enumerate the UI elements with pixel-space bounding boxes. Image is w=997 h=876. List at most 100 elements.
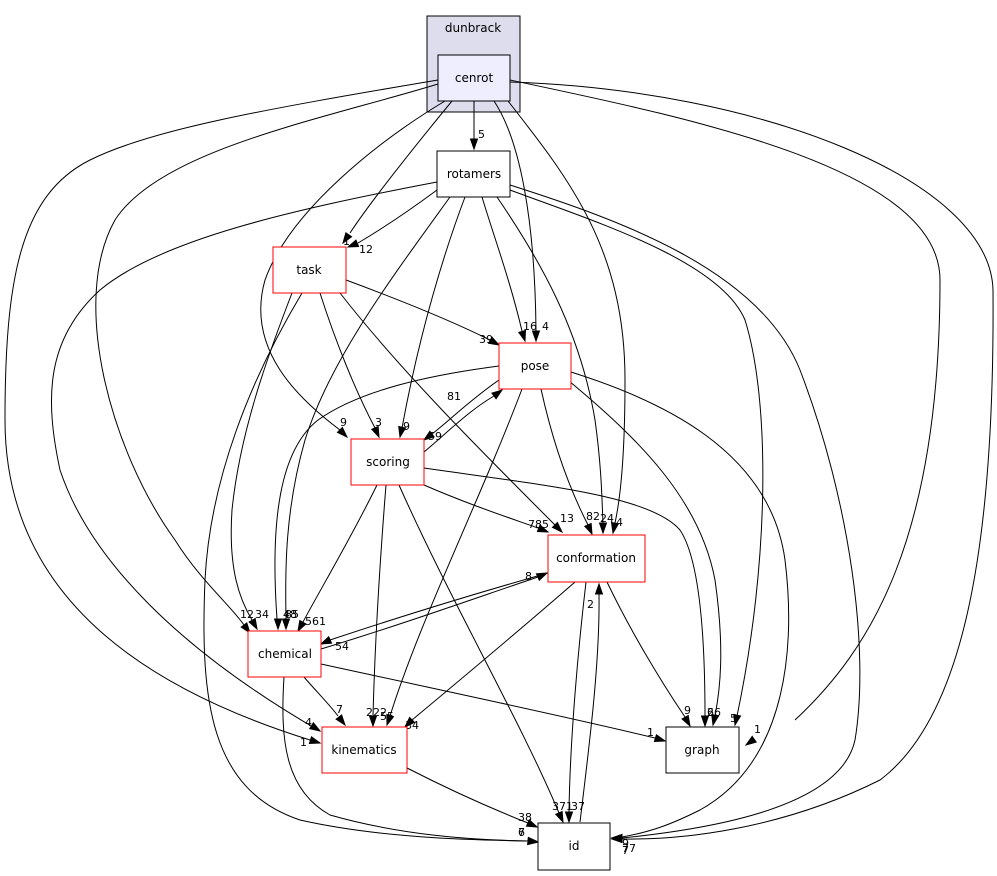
edge-id-to-conformation[interactable]: 2	[579, 582, 604, 823]
edge-label[interactable]: 38	[518, 811, 532, 824]
edge-label[interactable]: 1	[754, 723, 761, 736]
edge-label[interactable]: 5	[730, 712, 737, 725]
edge-scoring-to-kinematics[interactable]: 222	[366, 484, 387, 728]
edge-cenrot-to-id[interactable]: 9	[509, 81, 994, 850]
edge-label[interactable]: 9	[622, 837, 629, 850]
edge-label[interactable]: 6	[707, 706, 714, 719]
edge-label[interactable]: 48	[283, 608, 297, 621]
arrowhead	[700, 715, 710, 728]
edge-cenrot-to-pose[interactable]: 4	[493, 100, 549, 343]
edge-task-to-pose[interactable]: 39	[345, 279, 501, 346]
edge-chemical-to-conformation[interactable]: 8	[320, 570, 549, 650]
node-rotamers[interactable]: rotamers	[436, 150, 511, 198]
edge-label[interactable]: 371	[552, 800, 573, 813]
edge-rotamers-to-pose[interactable]: 16	[481, 196, 537, 343]
edge-scoring-to-chemical[interactable]: 561	[297, 484, 378, 633]
edge-label[interactable]: 8	[525, 570, 532, 583]
edge-label[interactable]: 7	[336, 703, 343, 716]
edge-label[interactable]: 3	[375, 416, 382, 429]
edge-cenrot-to-scoring[interactable]: 9	[260, 100, 446, 439]
node-id[interactable]: id	[537, 822, 611, 871]
edge-line	[493, 100, 537, 332]
edge-cenrot-to-kinematics[interactable]: 1	[4, 79, 439, 749]
edge-scoring-to-graph[interactable]: 6	[423, 467, 714, 728]
edge-label[interactable]: 7	[518, 826, 525, 839]
edge-label[interactable]: 785	[528, 518, 549, 531]
edge-label[interactable]: 9	[340, 416, 347, 429]
edge-rotamers-to-task[interactable]: 12	[346, 189, 438, 256]
edge-pose-to-graph[interactable]: 26	[568, 380, 722, 727]
edge-conformation-to-id[interactable]: 37	[564, 581, 587, 824]
edge-task-to-scoring[interactable]: 3	[319, 292, 382, 439]
edge-pose-to-chemical[interactable]: 85	[273, 365, 500, 631]
edge-label[interactable]: 24	[600, 512, 614, 525]
edge-label[interactable]: 39	[479, 333, 493, 346]
edge-label[interactable]: 4	[542, 320, 549, 333]
edge-label[interactable]: 1	[647, 726, 654, 739]
edge-rotamers-to-graph[interactable]: 5	[509, 189, 764, 727]
edge-chemical-to-id[interactable]: 6	[282, 676, 540, 846]
node-task[interactable]: task	[272, 246, 347, 294]
edge-task-to-conformation[interactable]: 13	[339, 292, 574, 534]
edge-label[interactable]: 1	[343, 235, 350, 248]
node-graph[interactable]: graph	[665, 726, 740, 774]
edge-line	[260, 100, 446, 431]
arrowhead	[273, 618, 283, 631]
edge-cenrot-to-conformation[interactable]: 4	[507, 100, 626, 535]
edge-label[interactable]: 4	[305, 716, 312, 729]
node-kinematics[interactable]: kinematics	[321, 726, 408, 774]
edge-label[interactable]: 12	[359, 243, 373, 256]
edge-chemical-to-graph[interactable]: 1	[320, 663, 667, 743]
edge-cenrot-to-rotamers[interactable]: 5	[469, 101, 486, 151]
edge-label[interactable]: 9	[403, 420, 410, 433]
edge-task-to-chemical[interactable]: 34	[230, 292, 293, 631]
edge-pose-to-id[interactable]: 77	[570, 371, 790, 855]
edge-pose-to-scoring[interactable]: 59	[422, 379, 500, 443]
node-conformation[interactable]: conformation	[547, 534, 646, 583]
edge-conformation-to-graph[interactable]: 9	[606, 581, 691, 728]
edge-cenrot-to-task[interactable]: 1	[342, 100, 453, 248]
edge-label[interactable]: 85	[285, 608, 299, 621]
edge-label[interactable]: 222	[366, 706, 387, 719]
edge-pose-to-kinematics[interactable]: 55	[380, 388, 523, 727]
node-scoring[interactable]: scoring	[350, 438, 425, 486]
edge-label[interactable]: 34	[255, 608, 269, 621]
edge-label[interactable]: 2	[587, 598, 594, 611]
edge-rotamers-to-scoring[interactable]: 9	[398, 196, 466, 439]
edge-pose-to-conformation[interactable]: 82	[540, 388, 600, 536]
edge-label[interactable]: 59	[428, 430, 442, 443]
edge-label[interactable]: 81	[447, 390, 461, 403]
edge-label[interactable]: 1	[300, 736, 307, 749]
node-box	[350, 438, 425, 486]
edge-cenrot-to-graph[interactable]: 1	[509, 79, 941, 746]
edge-scoring-to-pose[interactable]: 81	[423, 389, 504, 453]
edge-rotamers-to-kinematics[interactable]: 4	[50, 181, 438, 732]
edge-label[interactable]: 34	[405, 719, 419, 732]
node-pose[interactable]: pose	[498, 342, 572, 390]
edge-label[interactable]: 13	[560, 512, 574, 525]
edge-label[interactable]: 54	[335, 640, 349, 653]
arrowhead	[308, 721, 322, 732]
edge-label[interactable]: 6	[518, 826, 525, 839]
edge-rotamers-to-chemical[interactable]: 48	[281, 196, 451, 631]
node-cenrot[interactable]: cenrot	[437, 54, 511, 102]
edge-label[interactable]: 5	[478, 128, 485, 141]
edge-label[interactable]: 55	[380, 710, 394, 723]
edge-chemical-to-kinematics[interactable]: 7	[303, 676, 346, 727]
edge-line	[285, 196, 451, 620]
edge-scoring-to-conformation[interactable]: 785	[423, 484, 550, 533]
edge-label[interactable]: 561	[305, 615, 326, 628]
edge-rotamers-to-conformation[interactable]: 24	[496, 196, 614, 535]
edge-label[interactable]: 9	[684, 704, 691, 717]
edge-label[interactable]: 7	[622, 844, 629, 857]
edge-label[interactable]: 77	[622, 842, 636, 855]
edge-kinematics-to-id[interactable]: 38	[406, 767, 539, 828]
edge-label[interactable]: 82	[586, 510, 600, 523]
edge-label[interactable]: 16	[523, 320, 537, 333]
edge-conformation-to-kinematics[interactable]: 34	[403, 581, 576, 732]
edge-label[interactable]: 26	[707, 706, 721, 719]
node-chemical[interactable]: chemical	[247, 630, 322, 678]
edge-label[interactable]: 4	[616, 516, 623, 529]
edge-scoring-to-id[interactable]: 371	[398, 484, 573, 824]
node-label: kinematics	[331, 743, 396, 757]
